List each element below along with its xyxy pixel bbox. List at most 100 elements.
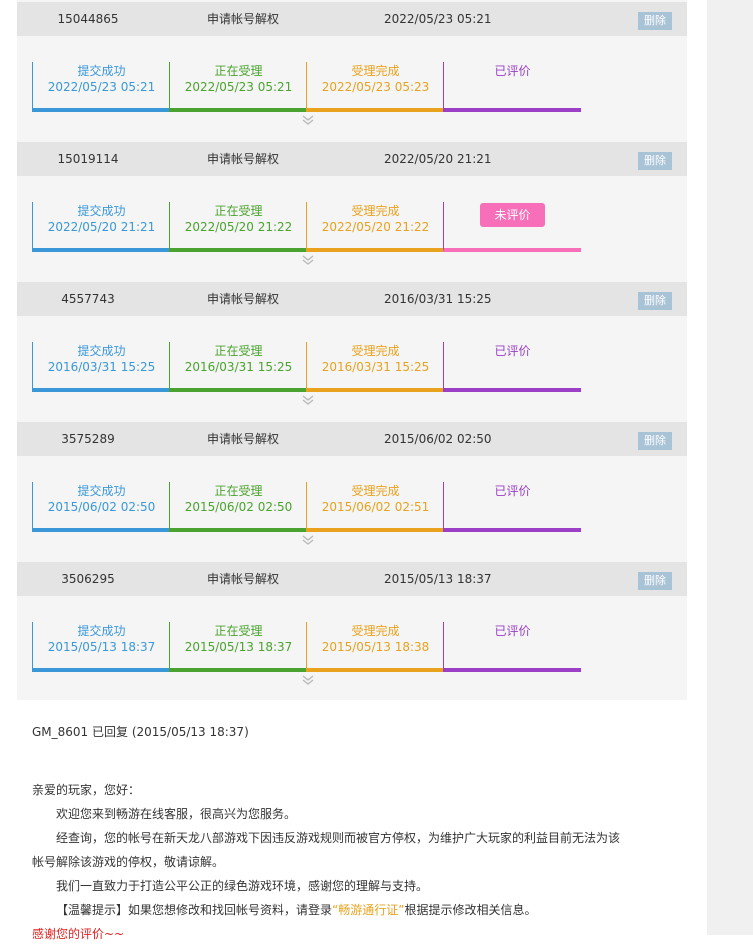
ticket-progress: 提交成功 2022/05/23 05:21 正在受理 2022/05/23 05… bbox=[32, 62, 581, 112]
delete-button[interactable]: 删除 bbox=[638, 12, 672, 30]
delete-button[interactable]: 删除 bbox=[638, 292, 672, 310]
step-processing: 正在受理 2015/06/02 02:50 bbox=[169, 482, 307, 532]
reply-line: 欢迎您来到畅游在线客服，很高兴为您服务。 bbox=[56, 807, 297, 821]
step-completed: 受理完成 2016/03/31 15:25 bbox=[306, 342, 444, 392]
step-time: 2022/05/20 21:22 bbox=[321, 220, 430, 234]
expand-chevron-icon[interactable] bbox=[301, 393, 315, 407]
step-label: 正在受理 bbox=[214, 484, 263, 498]
reply-header: GM_8601 已回复 (2015/05/13 18:37) bbox=[32, 725, 249, 739]
step-time: 2015/06/02 02:50 bbox=[184, 500, 293, 514]
ticket-type: 申请帐号解权 bbox=[207, 292, 280, 306]
step-label: 正在受理 bbox=[214, 624, 263, 638]
step-rated: 已评价 bbox=[443, 342, 581, 392]
ticket-type: 申请帐号解权 bbox=[207, 12, 280, 26]
step-label: 受理完成 bbox=[351, 484, 400, 498]
step-rated: 已评价 bbox=[443, 482, 581, 532]
step-label: 正在受理 bbox=[214, 204, 263, 218]
step-label: 已评价 bbox=[494, 64, 531, 78]
step-label: 受理完成 bbox=[351, 624, 400, 638]
collapse-chevron-icon[interactable] bbox=[301, 673, 315, 687]
step-time: 2016/03/31 15:25 bbox=[321, 360, 430, 374]
reply-line: 我们一直致力于打造公平公正的绿色游戏环境，感谢您的理解与支持。 bbox=[56, 879, 429, 893]
expand-chevron-icon[interactable] bbox=[301, 113, 315, 127]
step-submitted: 提交成功 2022/05/20 21:21 bbox=[32, 202, 170, 252]
step-completed: 受理完成 2015/05/13 18:38 bbox=[306, 622, 444, 672]
step-processing: 正在受理 2016/03/31 15:25 bbox=[169, 342, 307, 392]
ticket-header: 3575289 申请帐号解权 2015/06/02 02:50 删除 bbox=[17, 422, 687, 456]
step-time: 2016/03/31 15:25 bbox=[184, 360, 293, 374]
step-submitted: 提交成功 2015/06/02 02:50 bbox=[32, 482, 170, 532]
ticket-card: 4557743 申请帐号解权 2016/03/31 15:25 删除 提交成功 … bbox=[17, 280, 687, 420]
ticket-card: 3575289 申请帐号解权 2015/06/02 02:50 删除 提交成功 … bbox=[17, 420, 687, 560]
step-label: 受理完成 bbox=[351, 64, 400, 78]
step-label: 提交成功 bbox=[77, 204, 126, 218]
right-sidebar bbox=[707, 0, 753, 935]
ticket-header: 15044865 申请帐号解权 2022/05/23 05:21 删除 bbox=[17, 2, 687, 36]
reply-line: 经查询，您的帐号在新天龙八部游戏下因违反游戏规则而被官方停权，为维护广大玩家的利… bbox=[56, 831, 621, 845]
step-time: 2022/05/23 05:21 bbox=[47, 80, 156, 94]
step-label: 已评价 bbox=[494, 624, 531, 638]
delete-button[interactable]: 删除 bbox=[638, 572, 672, 590]
ticket-id: 15019114 bbox=[57, 152, 119, 166]
rate-button[interactable]: 未评价 bbox=[480, 203, 545, 227]
ticket-time: 2022/05/23 05:21 bbox=[384, 12, 492, 26]
step-label: 提交成功 bbox=[77, 484, 126, 498]
step-time: 2022/05/23 05:21 bbox=[184, 80, 293, 94]
step-label: 正在受理 bbox=[214, 64, 263, 78]
ticket-progress: 提交成功 2015/06/02 02:50 正在受理 2015/06/02 02… bbox=[32, 482, 581, 532]
ticket-progress: 提交成功 2016/03/31 15:25 正在受理 2016/03/31 15… bbox=[32, 342, 581, 392]
ticket-header: 15019114 申请帐号解权 2022/05/20 21:21 删除 bbox=[17, 142, 687, 176]
step-completed: 受理完成 2022/05/23 05:23 bbox=[306, 62, 444, 112]
step-label: 提交成功 bbox=[77, 624, 126, 638]
step-label: 受理完成 bbox=[351, 344, 400, 358]
delete-button[interactable]: 删除 bbox=[638, 432, 672, 450]
reply-greeting: 亲爱的玩家，您好： bbox=[32, 783, 141, 797]
step-completed: 受理完成 2022/05/20 21:22 bbox=[306, 202, 444, 252]
ticket-id: 15044865 bbox=[57, 12, 119, 26]
step-label: 正在受理 bbox=[214, 344, 263, 358]
step-time: 2015/05/13 18:37 bbox=[184, 640, 293, 654]
step-label: 已评价 bbox=[494, 484, 531, 498]
ticket-card: 15019114 申请帐号解权 2022/05/20 21:21 删除 提交成功… bbox=[17, 140, 687, 280]
step-label: 提交成功 bbox=[77, 64, 126, 78]
step-processing: 正在受理 2022/05/23 05:21 bbox=[169, 62, 307, 112]
reply-tip: 【温馨提示】如果您想修改和找回帐号资料，请登录“畅游通行证”根据提示修改相关信息… bbox=[32, 898, 672, 922]
step-label: 提交成功 bbox=[77, 344, 126, 358]
ticket-time: 2016/03/31 15:25 bbox=[384, 292, 492, 306]
step-time: 2022/05/20 21:21 bbox=[47, 220, 156, 234]
expand-chevron-icon[interactable] bbox=[301, 533, 315, 547]
step-submitted: 提交成功 2015/05/13 18:37 bbox=[32, 622, 170, 672]
ticket-id: 3575289 bbox=[61, 432, 115, 446]
step-time: 2015/05/13 18:38 bbox=[321, 640, 430, 654]
ticket-id: 4557743 bbox=[61, 292, 115, 306]
expand-chevron-icon[interactable] bbox=[301, 253, 315, 267]
ticket-header: 3506295 申请帐号解权 2015/05/13 18:37 删除 bbox=[17, 562, 687, 596]
delete-button[interactable]: 删除 bbox=[638, 152, 672, 170]
ticket-card: 3506295 申请帐号解权 2015/05/13 18:37 删除 提交成功 … bbox=[17, 560, 687, 700]
ticket-card: 15044865 申请帐号解权 2022/05/23 05:21 删除 提交成功… bbox=[17, 0, 687, 140]
tip-prefix: 【温馨提示】如果您想修改和找回帐号资料，请登录 bbox=[56, 903, 333, 917]
ticket-time: 2015/06/02 02:50 bbox=[384, 432, 492, 446]
ticket-progress: 提交成功 2015/05/13 18:37 正在受理 2015/05/13 18… bbox=[32, 622, 581, 672]
step-time: 2016/03/31 15:25 bbox=[47, 360, 156, 374]
ticket-type: 申请帐号解权 bbox=[207, 572, 280, 586]
step-rated: 已评价 bbox=[443, 62, 581, 112]
ticket-type: 申请帐号解权 bbox=[207, 152, 280, 166]
step-label: 已评价 bbox=[494, 344, 531, 358]
step-time: 2015/06/02 02:50 bbox=[47, 500, 156, 514]
step-unrated: 未评价 bbox=[443, 202, 581, 252]
step-rated: 已评价 bbox=[443, 622, 581, 672]
passport-link[interactable]: “畅游通行证” bbox=[332, 903, 405, 917]
step-time: 2022/05/20 21:22 bbox=[184, 220, 293, 234]
ticket-time: 2015/05/13 18:37 bbox=[384, 572, 492, 586]
ticket-header: 4557743 申请帐号解权 2016/03/31 15:25 删除 bbox=[17, 282, 687, 316]
step-time: 2022/05/23 05:23 bbox=[321, 80, 430, 94]
ticket-time: 2022/05/20 21:21 bbox=[384, 152, 492, 166]
step-completed: 受理完成 2015/06/02 02:51 bbox=[306, 482, 444, 532]
step-processing: 正在受理 2022/05/20 21:22 bbox=[169, 202, 307, 252]
ticket-id: 3506295 bbox=[61, 572, 115, 586]
step-processing: 正在受理 2015/05/13 18:37 bbox=[169, 622, 307, 672]
step-time: 2015/06/02 02:51 bbox=[321, 500, 430, 514]
step-submitted: 提交成功 2016/03/31 15:25 bbox=[32, 342, 170, 392]
reply-line: 帐号解除该游戏的停权，敬请谅解。 bbox=[32, 855, 225, 869]
